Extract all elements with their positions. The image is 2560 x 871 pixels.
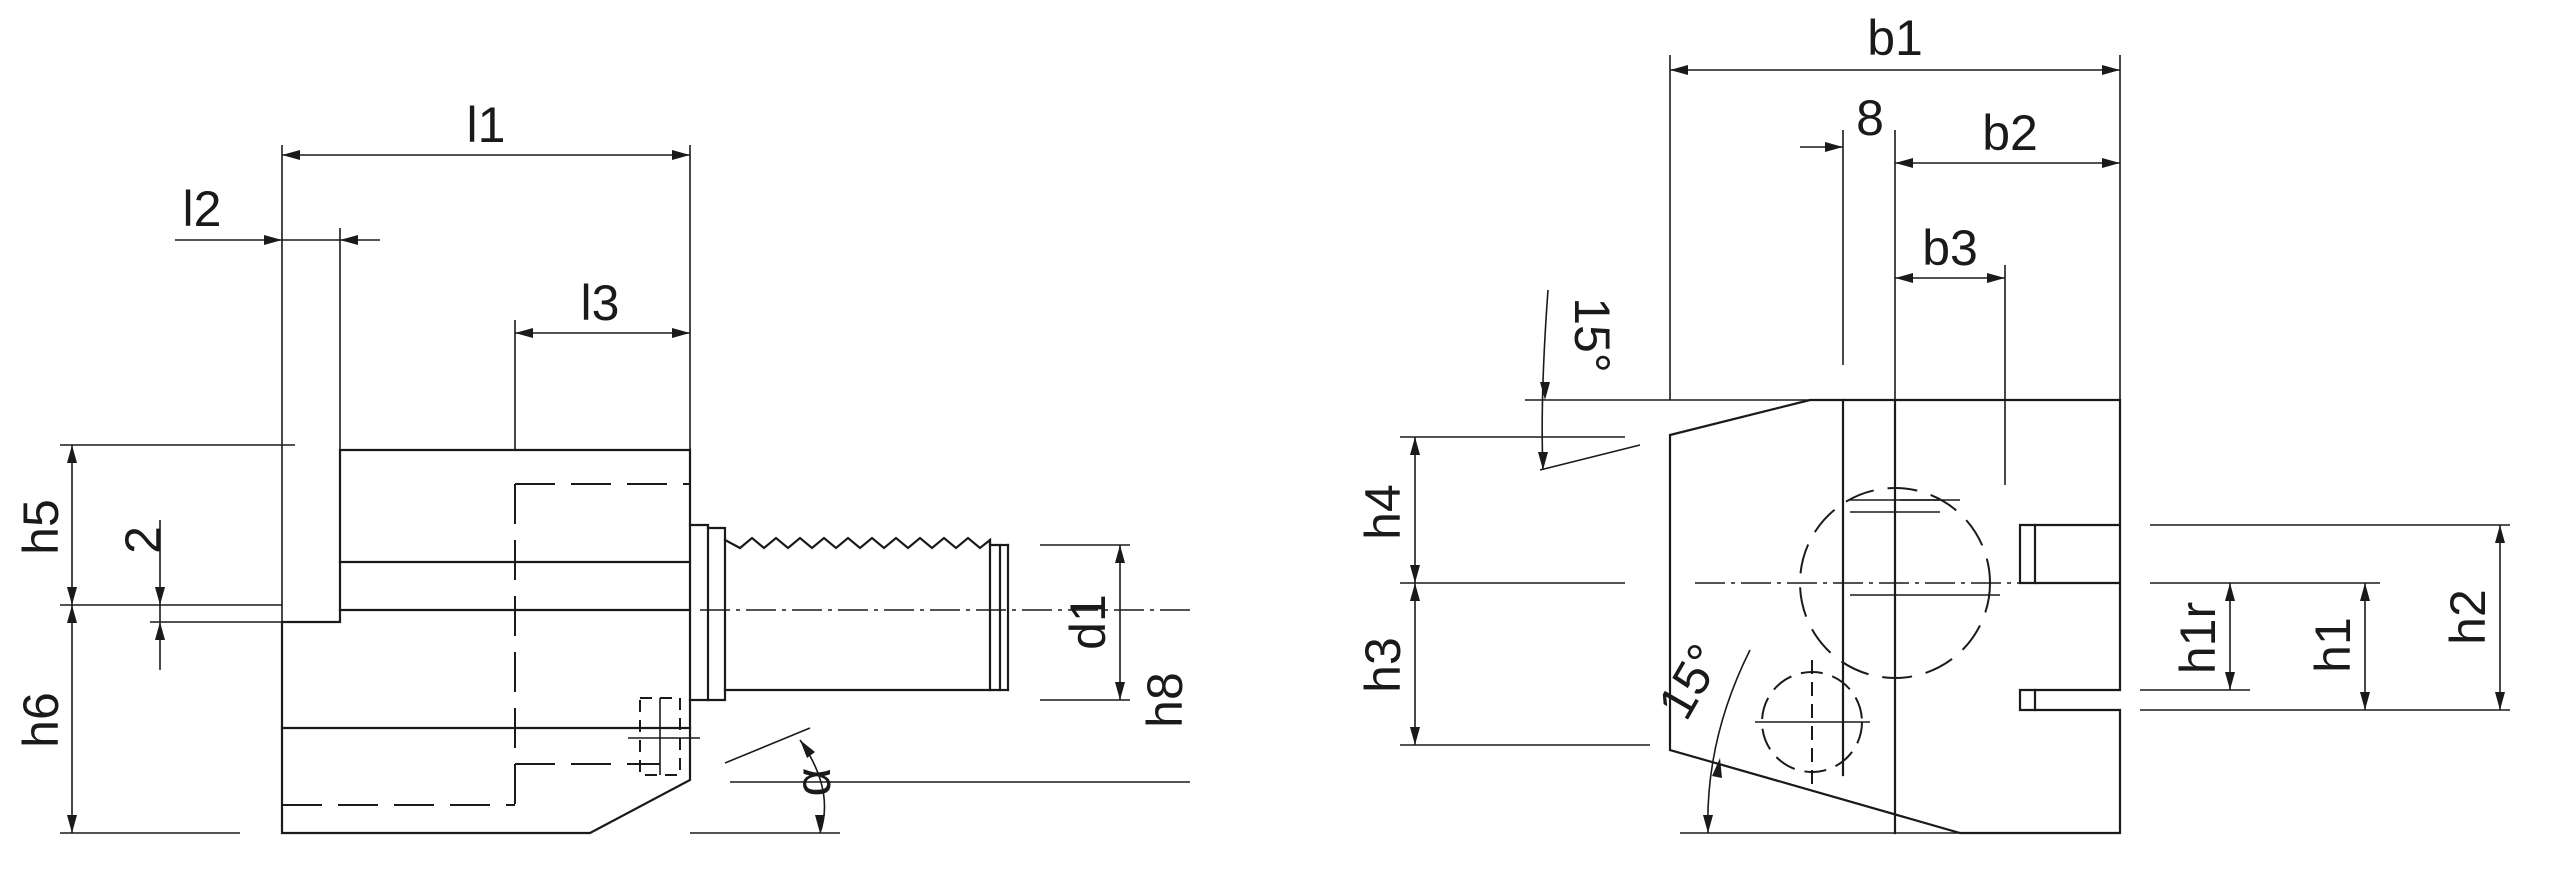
serrated-shank-outline xyxy=(688,523,1002,702)
arrowhead xyxy=(264,235,282,245)
arrowhead xyxy=(2360,583,2370,601)
b3-label: b3 xyxy=(1922,220,1978,276)
arrowhead xyxy=(1987,273,2005,283)
arrowhead xyxy=(1410,583,1420,601)
h4-label: h4 xyxy=(1355,484,1411,540)
arrowhead xyxy=(2102,65,2120,75)
arrowhead xyxy=(515,328,533,338)
arrowhead xyxy=(1410,437,1420,455)
side-view-body-outline xyxy=(280,448,692,835)
front-view: b1 8 b2 b3 15° 15° xyxy=(1355,10,2510,835)
dim-2-label: 2 xyxy=(115,526,171,554)
arrowhead xyxy=(67,605,77,623)
b2-label: b2 xyxy=(1982,105,2038,161)
arrowhead xyxy=(1410,565,1420,583)
alpha-leg xyxy=(724,727,811,764)
arrowhead xyxy=(672,150,690,160)
arrowhead xyxy=(815,815,825,833)
arrowhead xyxy=(1115,682,1125,700)
angle-bottom-label: 15° xyxy=(1647,635,1733,728)
arrowhead xyxy=(2495,692,2505,710)
arrowhead xyxy=(2225,583,2235,601)
arrowhead xyxy=(1410,727,1420,745)
h1r-label: h1r xyxy=(2170,602,2226,674)
h3-label: h3 xyxy=(1355,637,1411,693)
angle-top-label: 15° xyxy=(1564,297,1620,373)
arrowhead xyxy=(1895,273,1913,283)
arrowhead xyxy=(67,445,77,463)
arrowhead xyxy=(2102,158,2120,168)
arrowhead xyxy=(155,622,165,640)
arrowhead xyxy=(67,587,77,605)
arrowhead xyxy=(2360,692,2370,710)
d1-label: d1 xyxy=(1060,594,1116,650)
b1-label: b1 xyxy=(1867,10,1923,66)
l3-label: l3 xyxy=(581,275,620,331)
arrowhead xyxy=(1712,758,1722,778)
dim-8-label: 8 xyxy=(1856,90,1884,146)
side-view: l1 l2 l3 h5 h6 2 xyxy=(13,97,1193,835)
arrowhead xyxy=(2495,525,2505,543)
angle-top-leg xyxy=(1539,444,1641,471)
hidden-screw xyxy=(639,697,681,776)
l1-label: l1 xyxy=(467,97,506,153)
h8-label: h8 xyxy=(1137,672,1193,728)
arrowhead xyxy=(1540,382,1550,400)
arrowhead xyxy=(800,740,815,758)
arrowhead xyxy=(155,587,165,605)
angle-bottom-arc xyxy=(1707,649,1751,834)
alpha-label: α xyxy=(785,768,841,797)
arrowhead xyxy=(1703,815,1713,833)
arrowhead xyxy=(1538,452,1548,470)
arrowhead xyxy=(1825,142,1843,152)
h5-label: h5 xyxy=(13,499,69,555)
front-view-body-outline xyxy=(1668,398,2122,835)
h2-label: h2 xyxy=(2440,589,2496,645)
h1-label: h1 xyxy=(2305,617,2361,673)
arrowhead xyxy=(282,150,300,160)
arrowhead xyxy=(1895,158,1913,168)
arrowhead xyxy=(1670,65,1688,75)
arrowhead xyxy=(340,235,358,245)
arrowhead xyxy=(2225,672,2235,690)
h6-label: h6 xyxy=(13,692,69,748)
l2-label: l2 xyxy=(183,181,222,237)
arrowhead xyxy=(672,328,690,338)
arrowhead xyxy=(1115,545,1125,563)
arrowhead xyxy=(67,815,77,833)
angle-top-arc xyxy=(1541,289,1549,471)
